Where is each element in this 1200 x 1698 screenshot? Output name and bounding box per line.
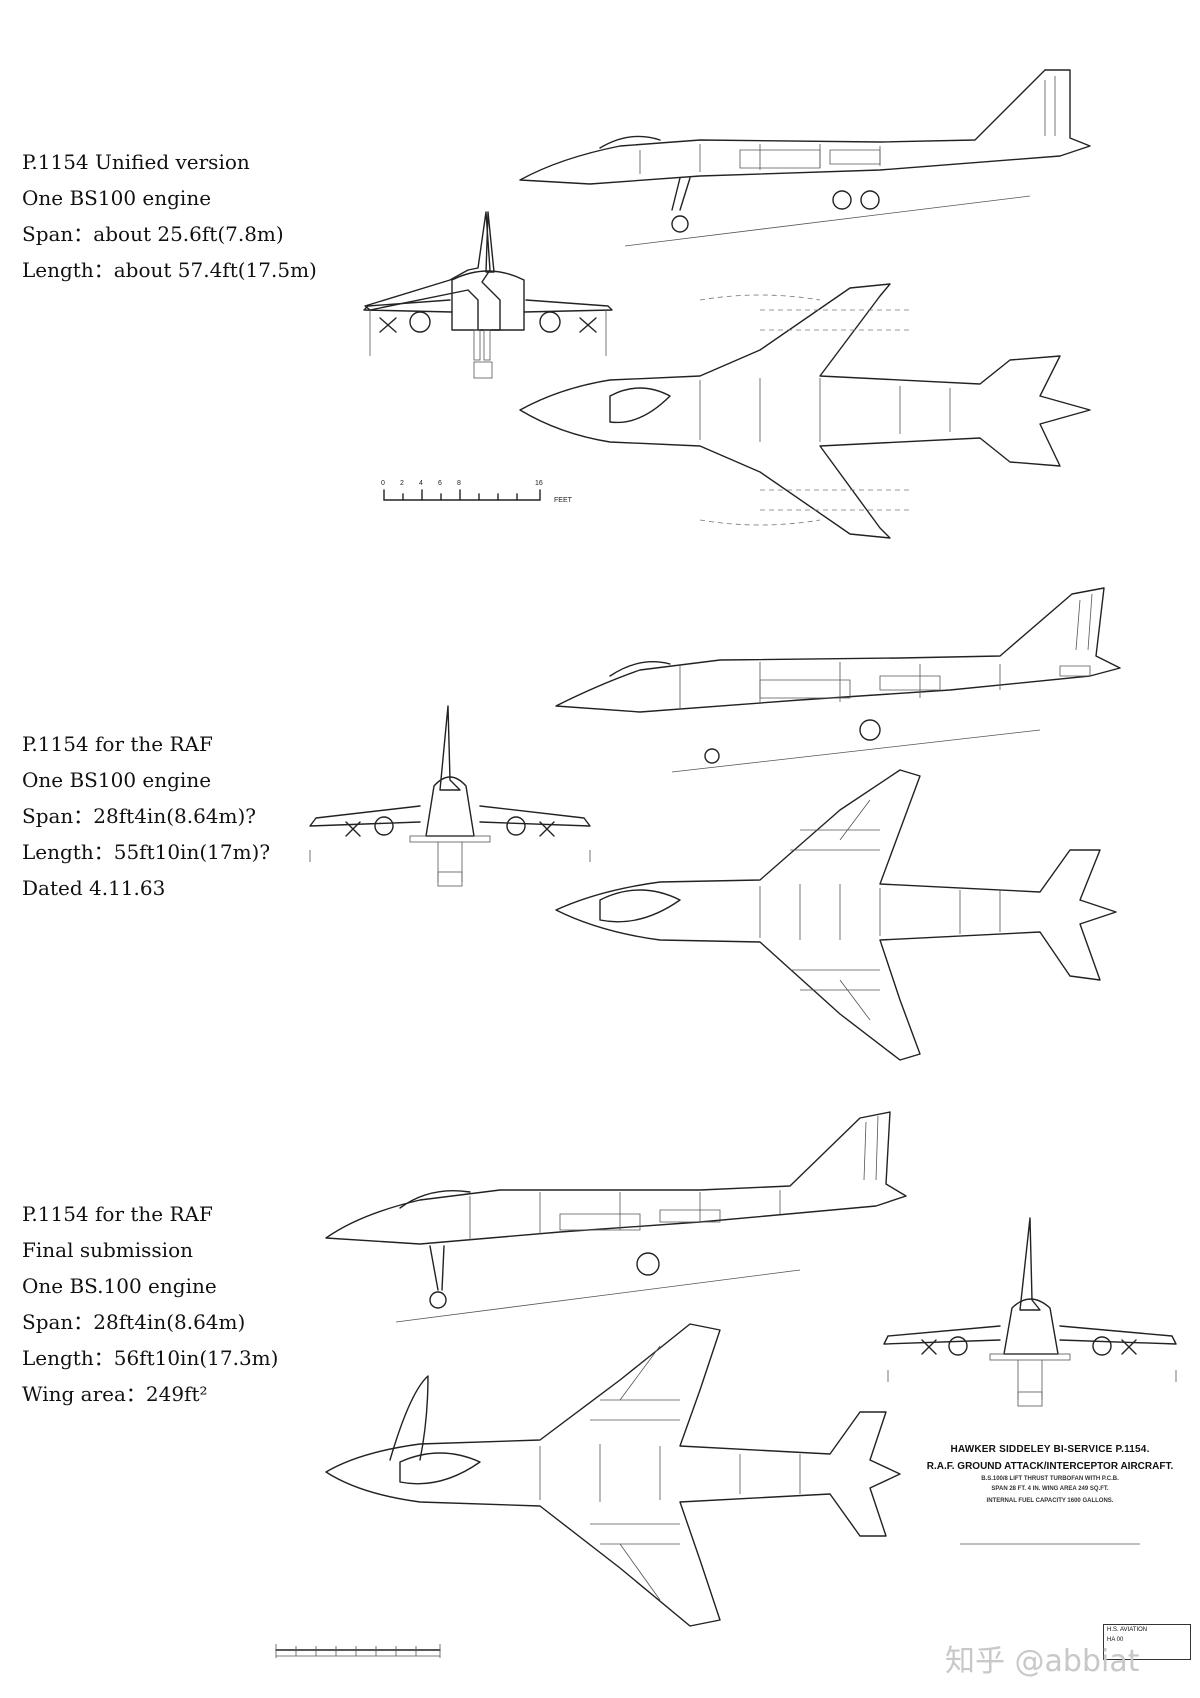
variant-3-specs: P.1154 for the RAF Final submission One … <box>22 1196 278 1412</box>
drawing-title-block: HAWKER SIDDELEY BI-SERVICE P.1154. R.A.F… <box>914 1444 1186 1504</box>
variant-3-span: Span：28ft4in(8.64m) <box>22 1310 246 1334</box>
variant-3-wing-area: Wing area：249ft² <box>22 1382 208 1406</box>
variant-1-specs: P.1154 Unified version One BS100 engine … <box>22 144 317 288</box>
variant-1-title: P.1154 Unified version <box>22 150 250 174</box>
v3-scale-bar <box>275 1644 441 1658</box>
variant-3-engine: One BS.100 engine <box>22 1274 217 1298</box>
watermark: 知乎 @abbiat <box>945 1644 1140 1679</box>
variant-2-specs: P.1154 for the RAF One BS100 engine Span… <box>22 726 270 906</box>
drawing-title-line-5: INTERNAL FUEL CAPACITY 1600 GALLONS. <box>986 1498 1114 1504</box>
scale-bar <box>383 489 541 501</box>
drawing-title-line-4: SPAN 28 FT. 4 IN. WING AREA 249 SQ.FT. <box>991 1486 1109 1492</box>
variant-2-length: Length：55ft10in(17m)? <box>22 840 271 864</box>
scale-unit: FEET <box>554 497 572 504</box>
scale-tick-6: 6 <box>438 480 442 487</box>
variant-1-engine: One BS100 engine <box>22 186 212 210</box>
stamp-line-2: HA 00 <box>1107 1637 1124 1643</box>
v2-side-view <box>555 587 1121 773</box>
variant-2-span: Span：28ft4in(8.64m)? <box>22 804 257 828</box>
v3-side-view <box>325 1111 907 1323</box>
variant-2-title: P.1154 for the RAF <box>22 732 213 756</box>
drawing-stamp: H.S. AVIATION HA 00 <box>1103 1624 1191 1660</box>
v1-side-view <box>519 69 1091 247</box>
scale-tick-2: 2 <box>400 480 404 487</box>
scale-tick-16: 16 <box>535 480 543 487</box>
drawing-title-line-1: HAWKER SIDDELEY BI-SERVICE P.1154. <box>950 1444 1150 1455</box>
stamp-line-1: H.S. AVIATION <box>1107 1627 1148 1633</box>
v3-front-view <box>883 1217 1177 1407</box>
variant-3-subtitle: Final submission <box>22 1238 193 1262</box>
drawing-title-line-2: R.A.F. GROUND ATTACK/INTERCEPTOR AIRCRAF… <box>926 1461 1174 1472</box>
v2-plan-view <box>555 769 1117 1061</box>
v1-front-view <box>363 211 613 379</box>
scale-tick-0: 0 <box>381 480 385 487</box>
v1-plan-view <box>519 283 1091 539</box>
variant-3-length: Length：56ft10in(17.3m) <box>22 1346 279 1370</box>
scale-tick-4: 4 <box>419 480 423 487</box>
variant-1-length: Length：about 57.4ft(17.5m) <box>22 258 317 282</box>
variant-3-title: P.1154 for the RAF <box>22 1202 213 1226</box>
variant-2-date: Dated 4.11.63 <box>22 876 166 900</box>
scale-tick-8: 8 <box>457 480 461 487</box>
drawing-title-line-3: B.S.100/8 LIFT THRUST TURBOFAN WITH P.C.… <box>981 1476 1119 1482</box>
variant-2-engine: One BS100 engine <box>22 768 212 792</box>
v3-plan-view <box>325 1323 901 1627</box>
variant-1-span: Span：about 25.6ft(7.8m) <box>22 222 284 246</box>
v2-front-view <box>309 705 591 887</box>
